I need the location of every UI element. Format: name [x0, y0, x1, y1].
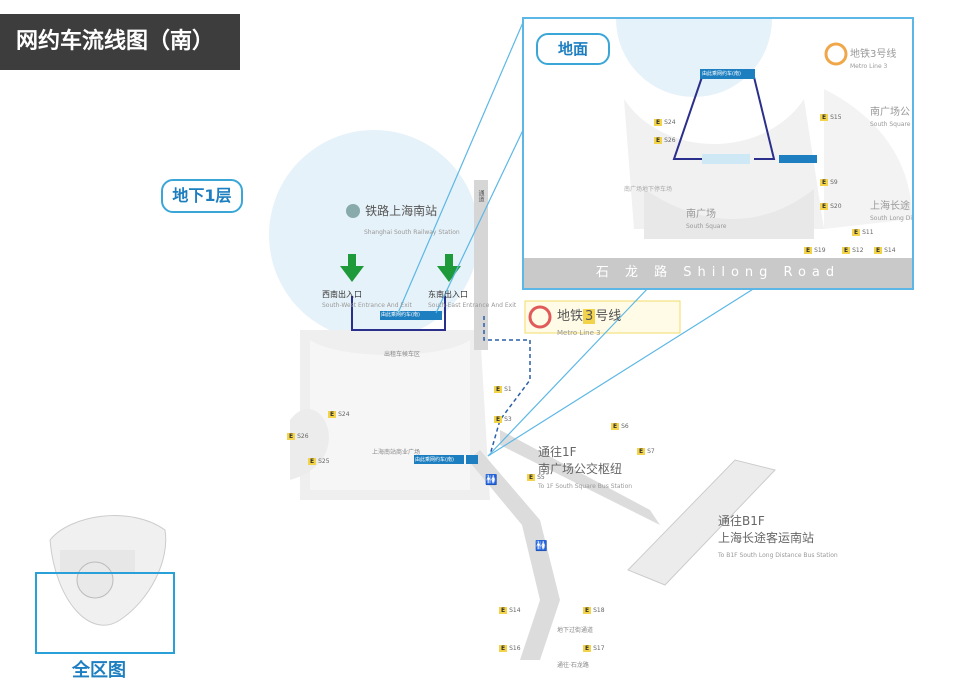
exit-southwest: 西南出入口 South-West Entrance And Exit [322, 290, 412, 309]
inset-parking-label: 南广场地下停车场 [624, 186, 673, 193]
map-title: 网约车流线图（南） [0, 14, 240, 70]
level-b1-badge: 地下1层 [161, 179, 243, 213]
south-walkway [468, 450, 560, 660]
parking-label: 出租车候车区 [384, 351, 421, 358]
exit-s-label: 通往·石龙路 [557, 662, 589, 669]
inset-metro-label: 地铁3号线 Metro Line 3 [850, 49, 897, 70]
exit-southeast: 东南出入口 South-East Entrance And Exit [428, 290, 517, 309]
svg-text:🚻: 🚻 [535, 539, 547, 552]
underground-label: 地下过街通道 [557, 627, 594, 634]
svg-text:🚻: 🚻 [485, 473, 497, 486]
metro-logo-icon [824, 42, 848, 66]
route-b1 [351, 296, 446, 331]
pickup-sign-text-2: 由此乘网约车(南) [415, 457, 454, 463]
green-arrow-icon [340, 254, 461, 282]
station-label: 铁路上海南站 Shanghai South Railway Station [346, 200, 460, 238]
level-ground-badge: 地面 [536, 33, 610, 65]
ground-inset: 地面 由此乘网约车(南) 地铁3号线 Metro Line 3 南广场 Sout… [522, 17, 914, 290]
corridor-label: 通道 [477, 190, 484, 202]
train-icon [346, 203, 360, 218]
bus-station-building [627, 459, 776, 586]
station-name: 铁路上海南站 [365, 204, 438, 218]
mall-label: 上海南站商业广场 [372, 449, 421, 456]
to-b1f-label: 通往B1F 上海长途客运南站 To B1F South Long Distanc… [718, 514, 838, 559]
station-circle [269, 130, 479, 340]
shilong-road: 石 龙 路 Shilong Road [524, 258, 912, 288]
pickup-sign-b1 [380, 311, 430, 320]
metro-logo-icon [528, 305, 552, 329]
inset-pickup-sign: 由此乘网约车(南) [702, 71, 741, 77]
pickup-sign-b1-2 [414, 455, 464, 464]
inset-long-distance: 上海长途 South Long Di [870, 201, 913, 222]
inset-south-square: 南广场 South Square [686, 209, 727, 230]
overview-label: 全区图 [72, 660, 126, 681]
overview-highlight-box [35, 572, 175, 654]
to-1f-label: 通往1F 南广场公交枢纽 To 1F South Square Bus Stat… [538, 445, 633, 490]
ground-inset-map [616, 19, 912, 239]
inset-south-square-park: 南广场公 South Square [870, 107, 911, 128]
station-name-en: Shanghai South Railway Station [364, 229, 460, 236]
corridor [474, 180, 488, 350]
pickup-sign-text: 由此乘网约车(南) [381, 312, 420, 318]
